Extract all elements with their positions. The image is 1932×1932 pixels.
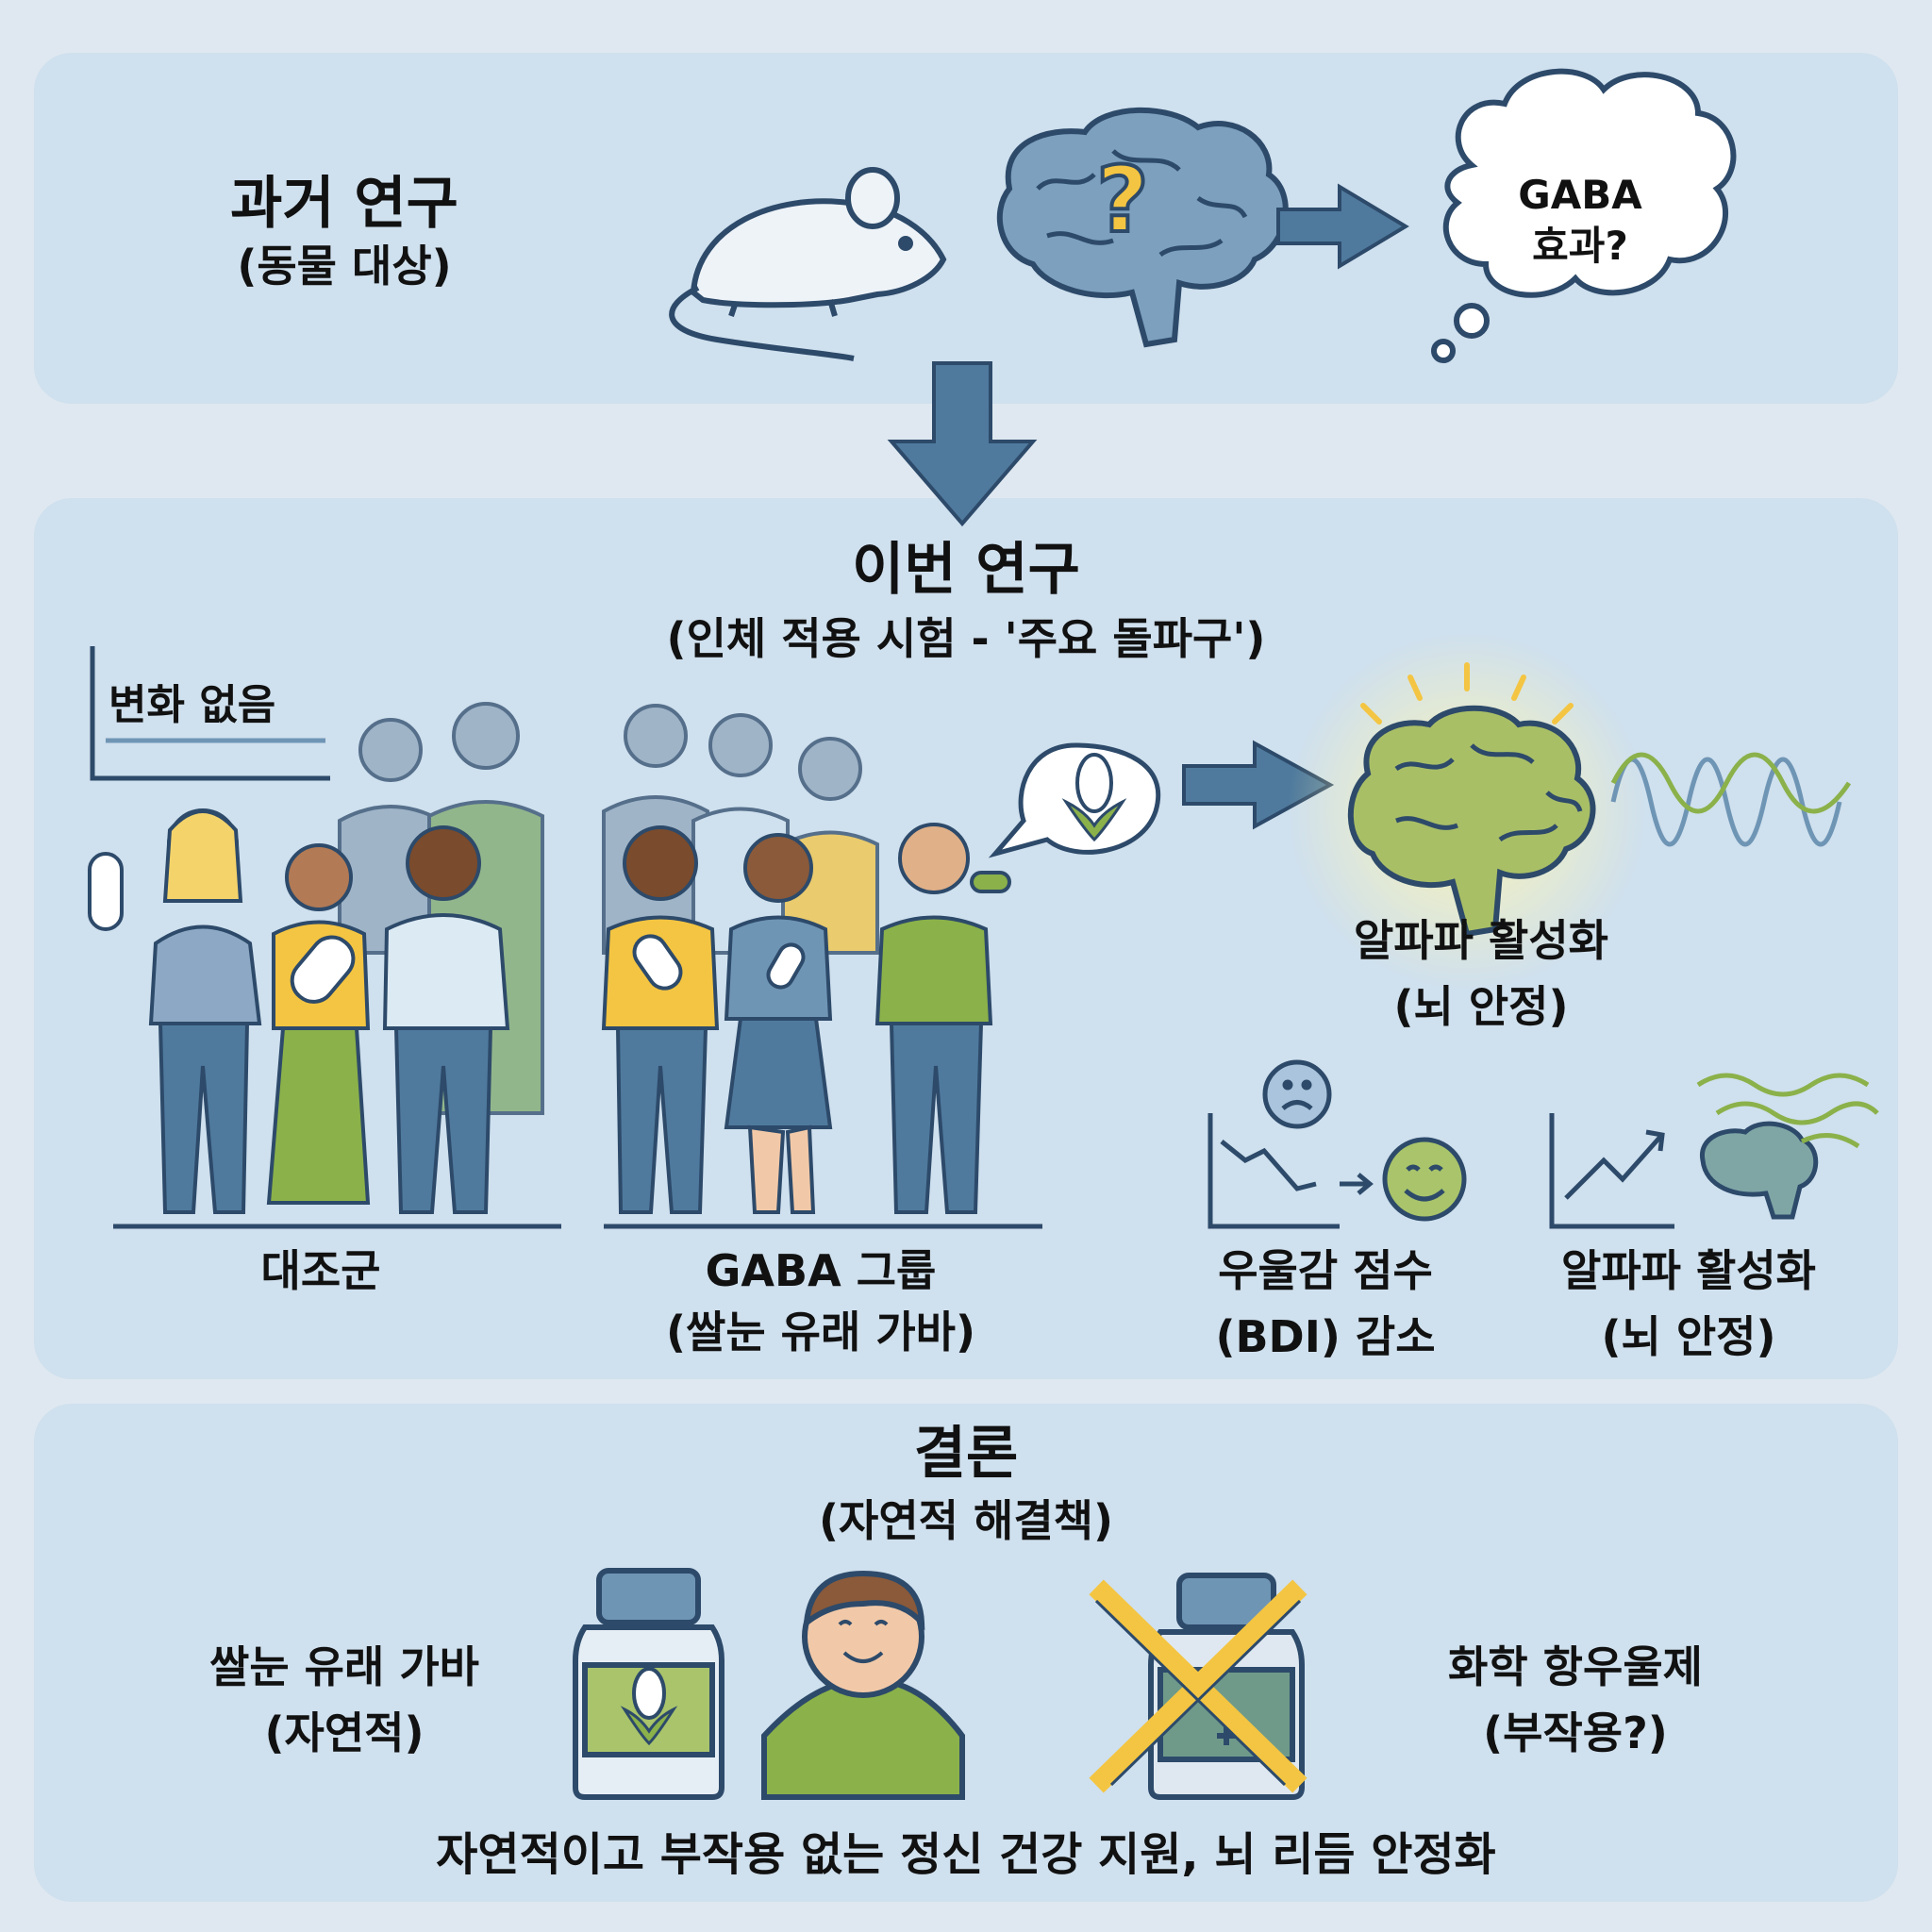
current-subtitle: (인체 적용 시험 - '주요 돌파구') [666, 613, 1266, 664]
gaba-group-people [601, 704, 1042, 1229]
alpha-label: 알파파 활성화 [1354, 915, 1608, 966]
no-change-label: 변화 없음 [108, 681, 276, 729]
rice-grain-icon [1061, 753, 1127, 842]
cross-mark-icon [1089, 1579, 1307, 1793]
right-arrow-1 [1276, 183, 1409, 270]
natural-label: 쌀눈 유래 가바 [209, 1641, 479, 1692]
conclusion-subtitle: (자연적 해결책) [819, 1495, 1113, 1546]
smile-face-icon [1382, 1137, 1467, 1222]
question-mark: ? [1096, 147, 1149, 253]
gaba-group-sublabel: (쌀눈 유래 가바) [666, 1307, 975, 1357]
rice-gaba-bottle-icon [573, 1568, 724, 1800]
thought-cloud-icon [1431, 68, 1737, 363]
glowing-brain-icon [1288, 632, 1646, 991]
down-arrow [887, 361, 1038, 527]
chemical-sublabel: (부작용?) [1483, 1707, 1668, 1758]
natural-sublabel: (자연적) [264, 1707, 425, 1758]
conclusion-panel [34, 1404, 1898, 1902]
current-title: 이번 연구 [852, 537, 1080, 603]
mouse-icon [669, 167, 947, 361]
conclusion-footer: 자연적이고 부작용 없는 정신 건강 지원, 뇌 리듬 안정화 [436, 1828, 1496, 1881]
past-title: 과거 연구 [230, 171, 458, 237]
bdi-chart-icon [1208, 1059, 1467, 1229]
speech-bubble-rice [988, 742, 1161, 858]
chemical-label: 화학 항우울제 [1448, 1641, 1703, 1692]
happy-person-icon [761, 1570, 965, 1800]
no-change-chart-icon [90, 646, 330, 781]
alpha-wave-icon [1610, 752, 1852, 847]
alpha2-label: 알파파 활성화 [1561, 1245, 1816, 1296]
conclusion-title: 결론 [913, 1421, 1019, 1487]
alpha-sublabel: (뇌 안정) [1393, 981, 1569, 1032]
thought-text: GABA 효과? [1518, 172, 1642, 269]
brain-icon: ? [996, 107, 1289, 348]
gaba-group-label: GABA 그룹 [705, 1245, 937, 1296]
control-group-people [88, 702, 561, 1229]
alpha2-sublabel: (뇌 안정) [1601, 1311, 1776, 1362]
bdi-sublabel: (BDI) 감소 [1215, 1311, 1436, 1362]
alpha-chart-icon [1549, 1073, 1879, 1229]
past-subtitle: (동물 대상) [237, 241, 452, 291]
sad-face-icon [1262, 1059, 1332, 1129]
chemical-drug-bottle-icon [1089, 1573, 1307, 1800]
bdi-label: 우울감 점수 [1218, 1245, 1433, 1296]
control-group-label: 대조군 [260, 1245, 381, 1296]
